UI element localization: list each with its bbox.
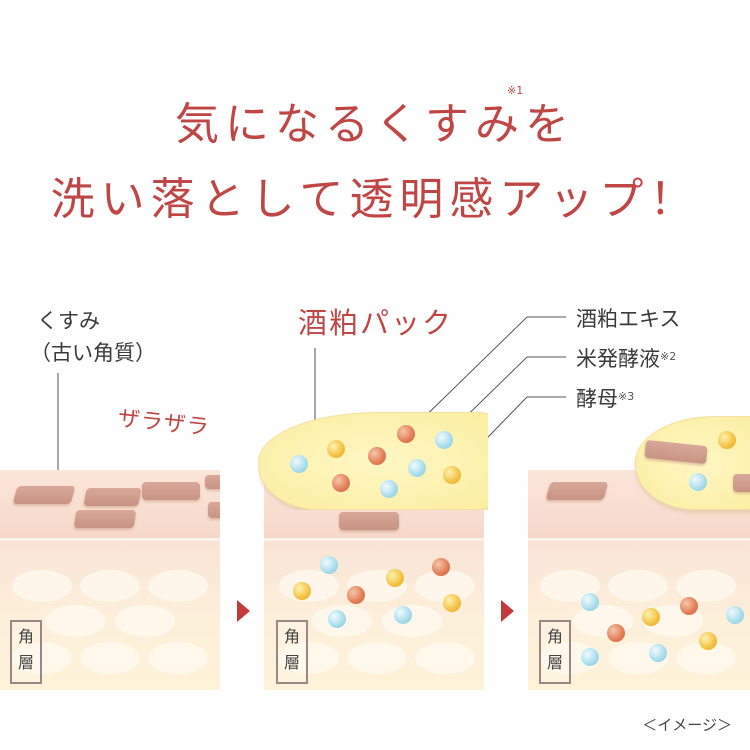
- skin-cell: [608, 570, 668, 602]
- ingredient-name: 酒粕エキス: [576, 307, 681, 331]
- sake-extract-particle: [347, 586, 365, 604]
- rice-ferment-particle: [290, 455, 308, 473]
- yeast-particle: [642, 608, 660, 626]
- skin-cell: [347, 642, 407, 674]
- sake-extract-particle: [432, 558, 450, 576]
- layer-label-char: 層: [17, 653, 34, 672]
- dead-skin-flake: [73, 510, 137, 528]
- layer-label-char: 層: [283, 653, 300, 672]
- skin-cell: [148, 570, 208, 602]
- skin-cell: [45, 605, 105, 637]
- rice-ferment-particle: [328, 610, 346, 628]
- skin-cell: [80, 642, 140, 674]
- layer-label-char: 角: [283, 627, 300, 646]
- headline-footnote-1: ※1: [507, 84, 524, 97]
- skin-cell: [415, 642, 475, 674]
- rice-ferment-particle: [649, 644, 667, 662]
- dullness-label: くすみ: [37, 309, 100, 333]
- dullness-pointer-line: [57, 373, 59, 495]
- skin-cell: [676, 570, 736, 602]
- surface-divider: [528, 538, 750, 541]
- rice-ferment-particle: [394, 606, 412, 624]
- ingredient-footnote: ※2: [660, 350, 677, 363]
- skin-cell: [12, 642, 72, 674]
- ingredient-footnote: ※3: [618, 390, 635, 403]
- dead-skin-flake: [208, 502, 220, 518]
- surface-divider: [0, 538, 220, 541]
- headline-line-1: 気になるくすみを: [175, 99, 575, 150]
- rice-ferment-particle: [726, 606, 744, 624]
- skin-cell: [80, 570, 140, 602]
- image-caption: ＜イメージ＞: [642, 716, 732, 734]
- rice-ferment-particle: [435, 431, 453, 449]
- dead-skin-flake: [142, 482, 200, 500]
- dead-skin-flake: [205, 475, 220, 489]
- yeast-particle: [718, 431, 736, 449]
- skin-cell: [148, 642, 208, 674]
- sake-extract-particle: [368, 447, 386, 465]
- pack-pointer-line: [314, 348, 316, 440]
- arrow-right-icon: [501, 600, 514, 622]
- ingredient-rice-ferment: 米発酵液※2: [576, 343, 676, 375]
- arrow-right-icon: [237, 600, 250, 622]
- headline-line-2: 洗い落として透明感アップ！: [50, 174, 700, 225]
- rice-ferment-particle: [581, 648, 599, 666]
- rice-ferment-particle: [380, 480, 398, 498]
- stratum-corneum-label: 角 層: [10, 620, 42, 684]
- rice-ferment-particle: [581, 593, 599, 611]
- layer-label-char: 角: [546, 627, 563, 646]
- yeast-particle: [699, 632, 717, 650]
- dead-skin-flake: [545, 482, 609, 500]
- yeast-particle: [293, 582, 311, 600]
- ingredient-name: 酵母: [576, 387, 618, 411]
- yeast-particle: [386, 569, 404, 587]
- ingredient-sake-lees-extract: 酒粕エキス: [576, 303, 680, 335]
- yeast-particle: [327, 440, 345, 458]
- ingredient-name: 米発酵液: [576, 347, 660, 371]
- dead-skin-flake: [339, 512, 399, 530]
- skin-panel-before: 角 層: [0, 470, 220, 690]
- skin-cell: [12, 570, 72, 602]
- skin-cell: [279, 642, 339, 674]
- yeast-particle: [443, 594, 461, 612]
- skin-panel-after: 角 層: [528, 470, 750, 690]
- yeast-particle: [443, 466, 461, 484]
- rice-ferment-particle: [689, 473, 707, 491]
- sake-lees-pack-title: 酒粕パック: [298, 306, 454, 340]
- removed-dead-skin-flake: [733, 474, 750, 492]
- sake-extract-particle: [397, 425, 415, 443]
- old-keratin-label: （古い角質）: [30, 341, 156, 365]
- sake-extract-particle: [332, 474, 350, 492]
- surface-divider: [264, 538, 484, 541]
- dead-skin-flake: [83, 488, 142, 506]
- stratum-corneum-label: 角 層: [539, 620, 571, 684]
- layer-label-char: 層: [546, 653, 563, 672]
- skin-cell: [382, 605, 442, 637]
- dead-skin-flake: [12, 486, 76, 504]
- skin-cell: [115, 605, 175, 637]
- stratum-corneum-label: 角 層: [276, 620, 308, 684]
- rice-ferment-particle: [320, 556, 338, 574]
- layer-label-char: 角: [17, 627, 34, 646]
- rice-ferment-particle: [408, 459, 426, 477]
- sake-extract-particle: [680, 597, 698, 615]
- ingredient-yeast: 酵母※3: [576, 383, 634, 415]
- sake-extract-particle: [607, 624, 625, 642]
